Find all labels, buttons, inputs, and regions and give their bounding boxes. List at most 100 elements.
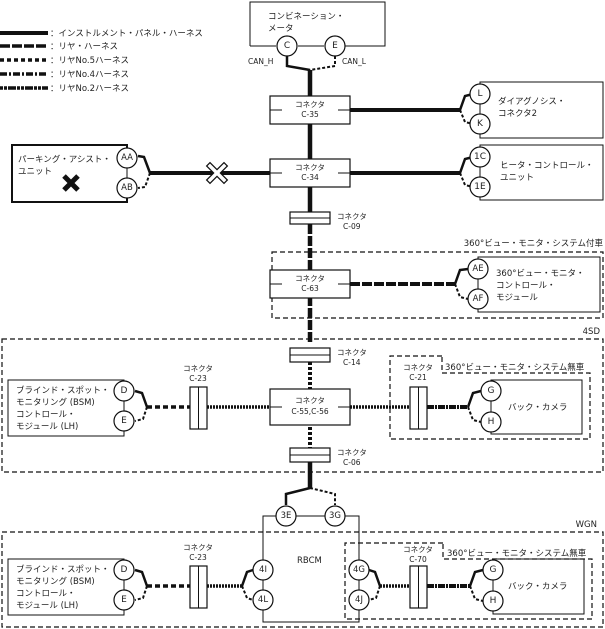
pin-label: G — [488, 386, 495, 396]
pin-label: E — [121, 416, 127, 426]
region-wgn: WGN — [1, 520, 604, 628]
wire-rbcm-4i — [240, 568, 254, 587]
bsm-label: ブラインド・スポット・ — [16, 564, 110, 575]
connector-name: コネクタ — [183, 364, 213, 373]
bsm-label: コントロール・ — [16, 410, 76, 420]
connector-c23-4sd[interactable]: コネクタ C-23 — [183, 364, 213, 430]
pin-label: 4G — [353, 565, 365, 575]
pin-label: 4J — [355, 595, 363, 605]
connector-id: C-55,C-56 — [291, 407, 329, 416]
wire-rbcm-3g — [309, 487, 336, 505]
region-avm-none-wgn: 360°ビュー・モニタ・システム無車 — [344, 542, 593, 620]
pin-label: E — [332, 41, 338, 51]
wire-camera-wgn-g — [468, 568, 484, 587]
diag-label: コネクタ2 — [498, 109, 537, 119]
bsm-label: モニタリング (BSM) — [16, 397, 95, 408]
connector-name: コネクタ — [183, 543, 213, 552]
legend-item-instrument: ：インストルメント・パネル・ハーネス — [0, 29, 203, 39]
pin-label: 3E — [281, 511, 292, 521]
wire-avm-ae — [453, 267, 469, 285]
wire-bsm-d — [134, 389, 149, 408]
diagnosis-connector-2[interactable]: L K ダイアグノシス・ コネクタ2 — [469, 81, 604, 139]
legend-label: ：インストルメント・パネル・ハーネス — [50, 29, 203, 39]
wire-camera-h — [467, 406, 482, 423]
wire-parking-aa — [137, 154, 152, 174]
rbcm-unit[interactable]: 3E 3G RBCM — [262, 505, 360, 623]
pin-label: C — [284, 41, 290, 51]
connector-c55-c56[interactable]: コネクタ C-55,C-56 — [269, 388, 351, 426]
open-circuit-mark — [205, 161, 229, 185]
x-mark-icon — [62, 174, 80, 192]
connector-name: コネクタ — [295, 396, 325, 405]
pin-label: 1C — [474, 152, 486, 162]
region-4sd: 4SD — [1, 327, 604, 473]
connector-c70[interactable]: コネクタ C-70 — [403, 545, 433, 609]
pin-label: 3G — [329, 511, 341, 521]
combination-meter[interactable]: コンビネーション・ メータ C E CAN_H CAN_L — [248, 1, 386, 66]
wire-rbcm-4l — [241, 585, 254, 601]
bsm-label: モジュール (LH) — [16, 601, 78, 611]
pin-label: D — [121, 386, 128, 396]
wire-can-l — [309, 56, 336, 71]
wire-rbcm-4j — [368, 585, 381, 601]
wire-rbcm-4g — [368, 568, 382, 587]
pin-label: 4I — [259, 565, 267, 575]
bsm-control-module-4sd[interactable]: D E ブラインド・スポット・ モニタリング (BSM) コントロール・ モジュ… — [7, 379, 135, 437]
parking-label: ユニット — [18, 167, 52, 177]
avm-control-module[interactable]: AE AF 360°ビュー・モニタ・ コントロール・ モジュール — [467, 256, 601, 313]
avm-label: モジュール — [496, 293, 538, 303]
bsm-label: モニタリング (BSM) — [16, 576, 95, 587]
connector-name: コネクタ — [337, 348, 367, 357]
connector-c21[interactable]: コネクタ C-21 — [403, 363, 433, 430]
pin-label: AE — [472, 264, 483, 274]
connector-id: C-63 — [301, 284, 319, 293]
can-h-label: CAN_H — [248, 57, 273, 66]
meter-label: メータ — [268, 24, 294, 34]
parking-label: パーキング・アシスト・ — [18, 154, 111, 165]
meter-label: コンビネーション・ — [268, 12, 344, 22]
connector-id: C-09 — [343, 222, 361, 231]
connector-id: C-06 — [343, 458, 361, 467]
pin-label: D — [121, 565, 128, 575]
connector-name: コネクタ — [337, 448, 367, 457]
back-camera-4sd[interactable]: G H バック・カメラ — [480, 379, 583, 435]
pin-label: 4L — [258, 595, 268, 605]
connector-c06[interactable]: コネクタ C-06 — [289, 447, 367, 467]
connector-c35[interactable]: コネクタ C-35 — [269, 95, 351, 125]
bsm-label: ブラインド・スポット・ — [16, 385, 110, 396]
region-label: 360°ビュー・モニタ・システム付車 — [464, 238, 604, 249]
connector-id: C-70 — [409, 555, 427, 564]
heater-label: ユニット — [500, 173, 534, 183]
legend-label: ：リヤ・ハーネス — [50, 42, 118, 52]
pin-label: 1E — [474, 182, 486, 192]
legend-item-no2: ：リヤNo.2ハーネス — [0, 84, 129, 94]
pin-label: L — [477, 89, 482, 99]
can-l-label: CAN_L — [342, 57, 367, 66]
wire-camera-wgn-h — [469, 585, 484, 602]
connector-c14[interactable]: コネクタ C-14 — [289, 347, 367, 367]
wire-bsm-wgn-e — [134, 585, 148, 601]
connector-c34[interactable]: コネクタ C-34 — [269, 158, 351, 188]
connector-c09[interactable]: コネクタ C-09 — [289, 211, 367, 231]
pin-label: K — [477, 119, 484, 129]
connector-c63[interactable]: コネクタ C-63 — [269, 269, 351, 299]
connector-name: コネクタ — [295, 100, 325, 109]
legend-label: ：リヤNo.2ハーネス — [50, 84, 129, 94]
region-avm-none-4sd: 360°ビュー・モニタ・システム無車 — [389, 355, 591, 440]
pin-label: AB — [121, 183, 133, 193]
connector-id: C-34 — [301, 173, 319, 182]
legend: ：インストルメント・パネル・ハーネス ：リヤ・ハーネス ：リヤNo.5ハーネス … — [0, 29, 203, 94]
back-camera-wgn[interactable]: G H バック・カメラ — [482, 558, 585, 615]
parking-assist-unit[interactable]: AA AB パーキング・アシスト・ ユニット — [11, 144, 138, 203]
connector-c23-wgn[interactable]: コネクタ C-23 — [183, 543, 213, 609]
bsm-control-module-wgn[interactable]: D E ブラインド・スポット・ モニタリング (BSM) コントロール・ モジュ… — [7, 558, 135, 616]
avm-label: コントロール・ — [496, 281, 556, 291]
wire-diag-k — [459, 109, 474, 125]
legend-label: ：リヤNo.5ハーネス — [50, 56, 129, 66]
bsm-label: モジュール (LH) — [16, 422, 78, 432]
diag-label: ダイアグノシス・ — [498, 96, 565, 107]
wire-heater-1e — [459, 172, 474, 188]
connector-id: C-14 — [343, 358, 361, 367]
bsm-label: コントロール・ — [16, 589, 76, 599]
heater-control-unit[interactable]: 1C 1E ヒータ・コントロール・ ユニット — [469, 144, 604, 201]
